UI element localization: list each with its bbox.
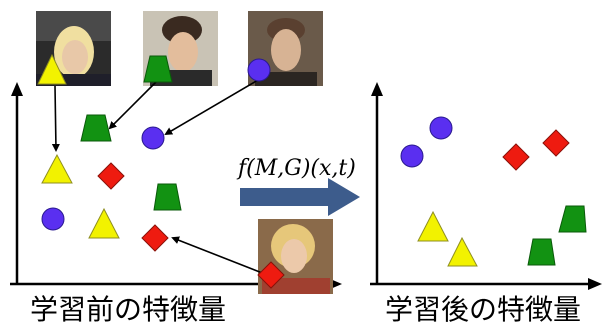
- point-circle: [141, 126, 165, 150]
- after-x-arrowhead: [588, 278, 602, 290]
- pointer-arrow-triangle: [51, 85, 60, 152]
- transform-arrow: [240, 178, 360, 216]
- point-triangle: [417, 210, 449, 242]
- point-triangle: [447, 236, 478, 267]
- point-triangle: [41, 153, 73, 184]
- photo-young-man: [143, 11, 218, 86]
- point-trapezoid: [527, 238, 556, 266]
- point-triangle: [88, 207, 120, 239]
- point-trapezoid: [153, 183, 182, 211]
- after-axes: [370, 82, 602, 290]
- pointer-arrows: [51, 79, 271, 277]
- point-circle: [429, 116, 453, 140]
- point-circle: [400, 144, 424, 168]
- point-diamond: [542, 129, 570, 157]
- after-points: [400, 116, 587, 267]
- photo-marker-circle: [247, 58, 271, 82]
- before-y-arrowhead: [11, 82, 23, 96]
- photo-marker-trapezoid: [143, 55, 173, 83]
- point-diamond: [502, 143, 530, 171]
- before-points: [41, 114, 182, 252]
- before-caption: 学習前の特徴量: [30, 293, 227, 326]
- point-trapezoid: [558, 205, 587, 233]
- after-y-arrowhead: [371, 82, 383, 96]
- pointer-arrow-diamond: [171, 236, 271, 277]
- photo-marker-diamond: [257, 261, 285, 289]
- point-trapezoid: [80, 114, 112, 142]
- point-circle: [41, 207, 65, 231]
- pointer-arrow-trapezoid: [108, 81, 157, 130]
- after-caption: 学習後の特徴量: [385, 293, 582, 326]
- point-diamond: [97, 162, 125, 190]
- pointer-arrow-circle: [164, 79, 259, 136]
- point-diamond: [141, 224, 169, 252]
- photo-marker-triangle: [37, 53, 67, 85]
- transform-formula: f(M,G)(x,t): [238, 156, 356, 181]
